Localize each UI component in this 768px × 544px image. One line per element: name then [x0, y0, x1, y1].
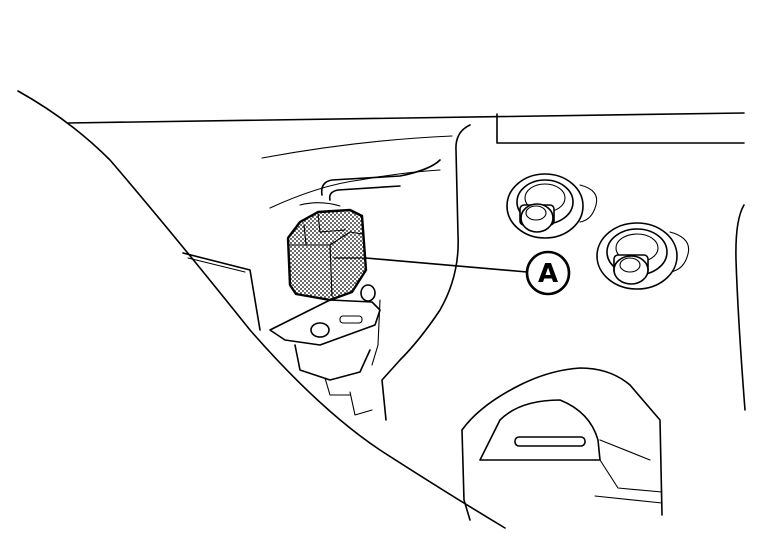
callout-a-circle [525, 250, 571, 296]
component-a [286, 208, 376, 302]
callout-a: A [365, 250, 571, 296]
control-knob-left [506, 173, 598, 239]
wire-harness [299, 159, 441, 207]
dashboard-outline [17, 90, 745, 529]
control-knob-right [596, 222, 690, 290]
mounting-bracket [182, 252, 381, 416]
lower-console-tray [461, 367, 663, 521]
center-control-panel [381, 113, 746, 421]
callout-a-label: A [538, 259, 558, 289]
